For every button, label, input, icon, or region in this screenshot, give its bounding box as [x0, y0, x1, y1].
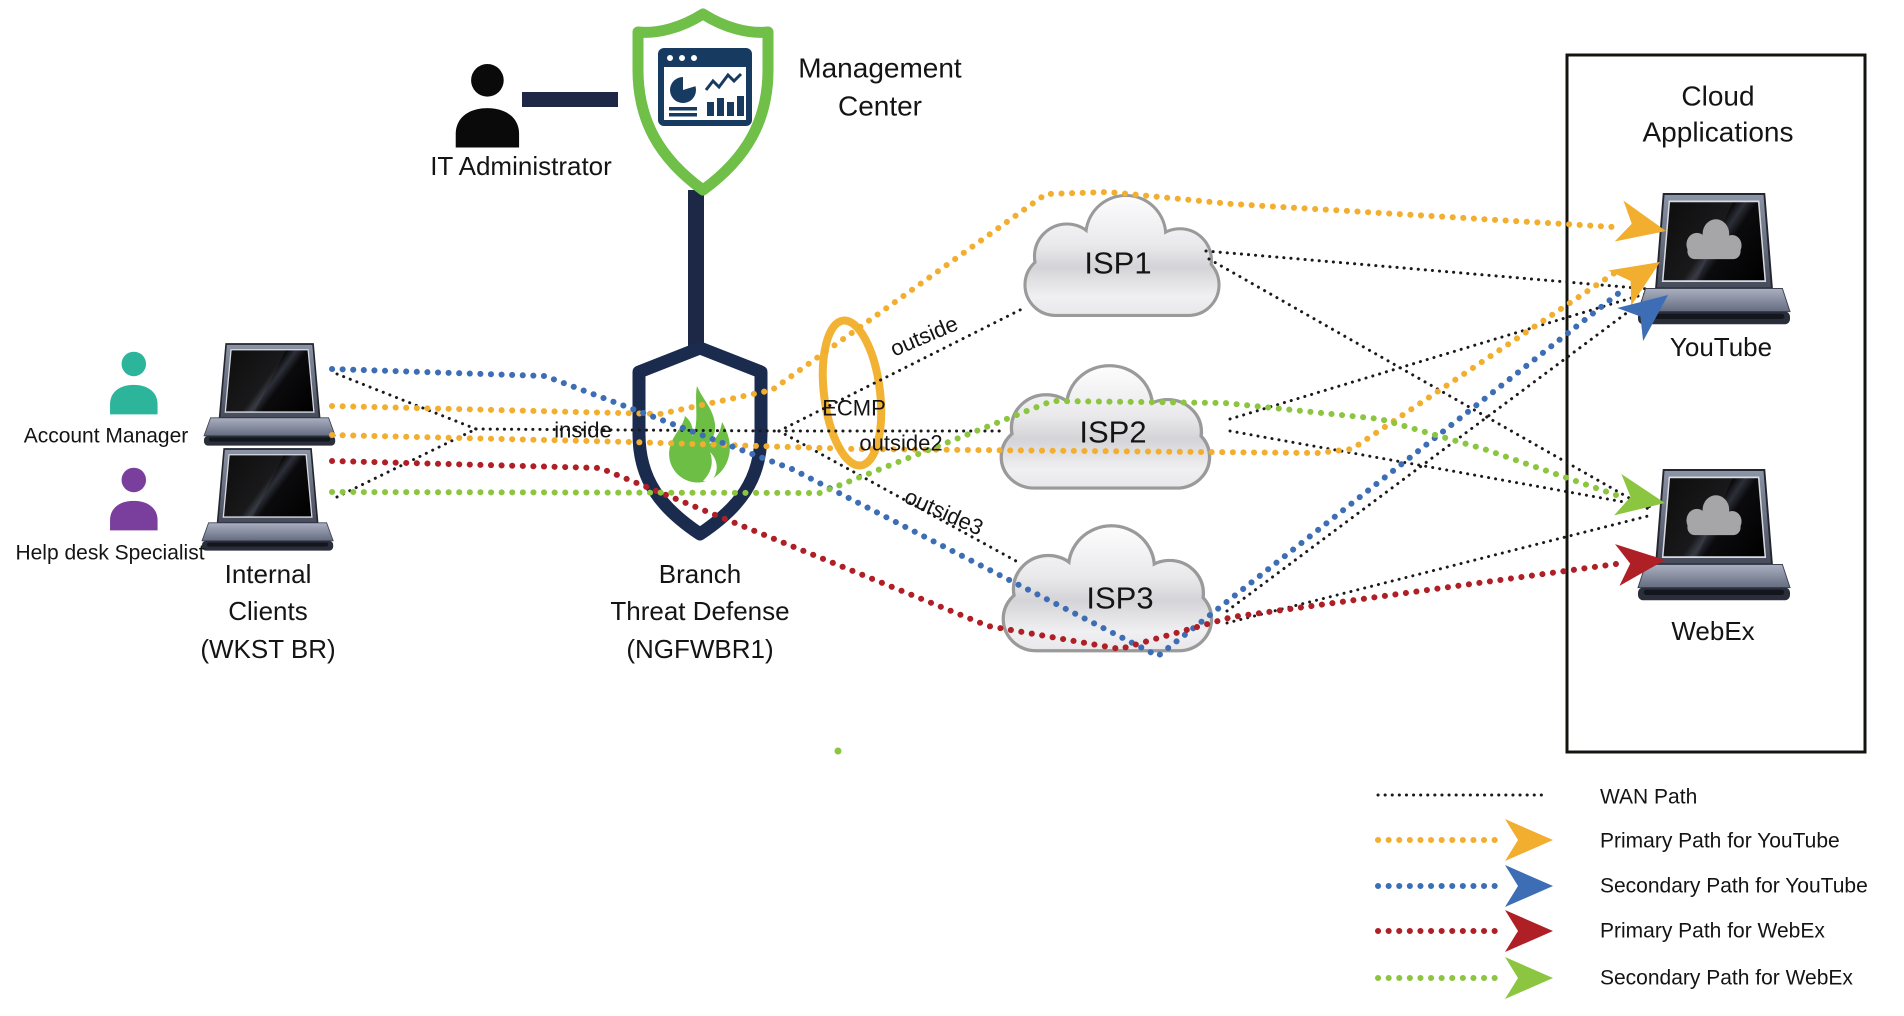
- cloud-applications-box: [1565, 53, 1867, 754]
- mc-to-firewall-connector: [688, 190, 704, 348]
- helpdesk-specialist-icon: [110, 467, 158, 531]
- internal-clients-label-1: Internal: [225, 559, 312, 589]
- ecmp-ellipse: [818, 316, 886, 470]
- legend-label-secondary-webex: Secondary Path for WebEx: [1600, 967, 1853, 990]
- management-center-shield-icon: [632, 8, 774, 196]
- branch-threat-defense-label-2: Threat Defense: [610, 596, 789, 626]
- internal-clients-label-3: (WKST BR): [200, 634, 335, 664]
- flame-icon: [669, 386, 730, 483]
- account-manager-icon: [110, 351, 158, 415]
- helpdesk-specialist-label: Help desk Specialist: [15, 542, 204, 565]
- isp2-label: ISP2: [1079, 415, 1146, 450]
- outside-interface-label: outside: [886, 311, 961, 362]
- legend-label-primary-youtube: Primary Path for YouTube: [1600, 830, 1840, 853]
- primary-youtube-path-isp2: [329, 269, 1619, 457]
- legend-label-primary-webex: Primary Path for WebEx: [1600, 920, 1825, 943]
- internal-client-laptop-2: [201, 448, 335, 552]
- cloud-applications-label-2: Applications: [1643, 117, 1794, 148]
- legend: WAN Path Primary Path for YouTube Second…: [1375, 786, 1868, 999]
- inside-interface-label: inside: [554, 418, 611, 443]
- webex-label: WebEx: [1671, 616, 1754, 646]
- webex-laptop-icon: [1638, 470, 1790, 600]
- dashboard-icon: [658, 48, 752, 126]
- internal-clients-label-2: Clients: [228, 596, 307, 626]
- management-center-label-1: Management: [798, 53, 962, 84]
- ecmp-label: ECMP: [822, 396, 886, 421]
- wan-paths-mesh: [1204, 249, 1654, 625]
- account-manager-label: Account Manager: [24, 425, 189, 448]
- legend-label-wan: WAN Path: [1600, 786, 1697, 809]
- branch-threat-defense-shield-icon: [632, 341, 768, 541]
- primary-youtube-path-isp1: [329, 188, 1617, 418]
- isp1-label: ISP1: [1084, 246, 1151, 281]
- admin-to-mc-connector: [522, 92, 618, 107]
- secondary-webex-path: [329, 397, 1619, 498]
- outside2-interface-label: outside2: [859, 431, 942, 456]
- stray-green-dot: [834, 747, 842, 755]
- branch-threat-defense-label-1: Branch: [659, 559, 741, 589]
- youtube-label: YouTube: [1670, 332, 1772, 362]
- isp3-label: ISP3: [1086, 581, 1153, 616]
- primary-webex-path: [329, 458, 1619, 653]
- it-administrator-icon: [455, 63, 520, 148]
- branch-threat-defense-label-3: (NGFWBR1): [626, 634, 773, 664]
- secondary-youtube-path: [329, 286, 1627, 660]
- internal-client-laptop-1: [203, 343, 337, 447]
- management-center-label-2: Center: [838, 91, 922, 122]
- cloud-applications-label-1: Cloud: [1681, 81, 1754, 112]
- it-administrator-label: IT Administrator: [430, 151, 612, 181]
- legend-label-secondary-youtube: Secondary Path for YouTube: [1600, 875, 1868, 898]
